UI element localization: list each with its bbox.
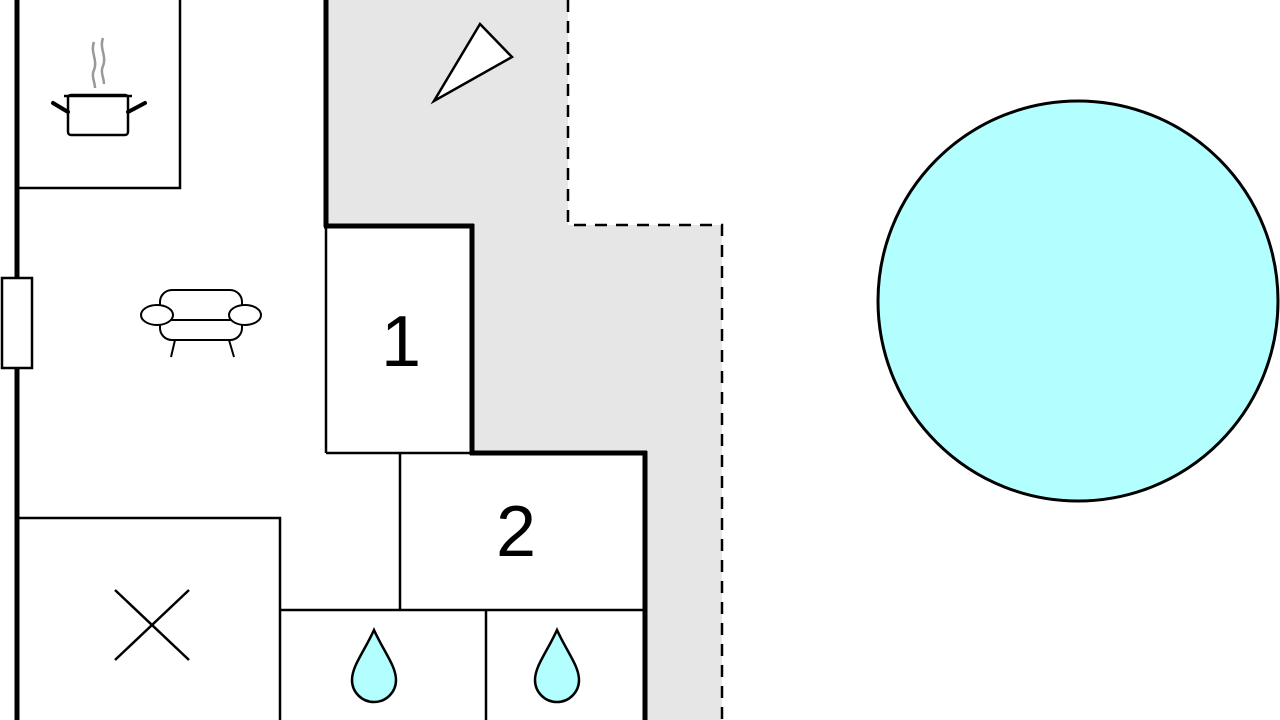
cooking-pot-icon (51, 37, 147, 137)
room-2-label: 2 (496, 492, 536, 572)
kitchen-walls (19, 0, 182, 190)
water-drop-icon (350, 626, 398, 704)
x-mark-icon (114, 589, 190, 661)
terrace-pennant-icon (430, 21, 515, 105)
water-drop-icon (533, 626, 581, 704)
storage-room-walls (19, 516, 282, 720)
room-1-label: 1 (381, 302, 421, 382)
terrace-dashed-boundary (566, 0, 724, 720)
terrace-area (326, 0, 722, 720)
pool-icon (876, 99, 1280, 503)
sofa-icon (140, 289, 262, 358)
window (0, 276, 34, 370)
